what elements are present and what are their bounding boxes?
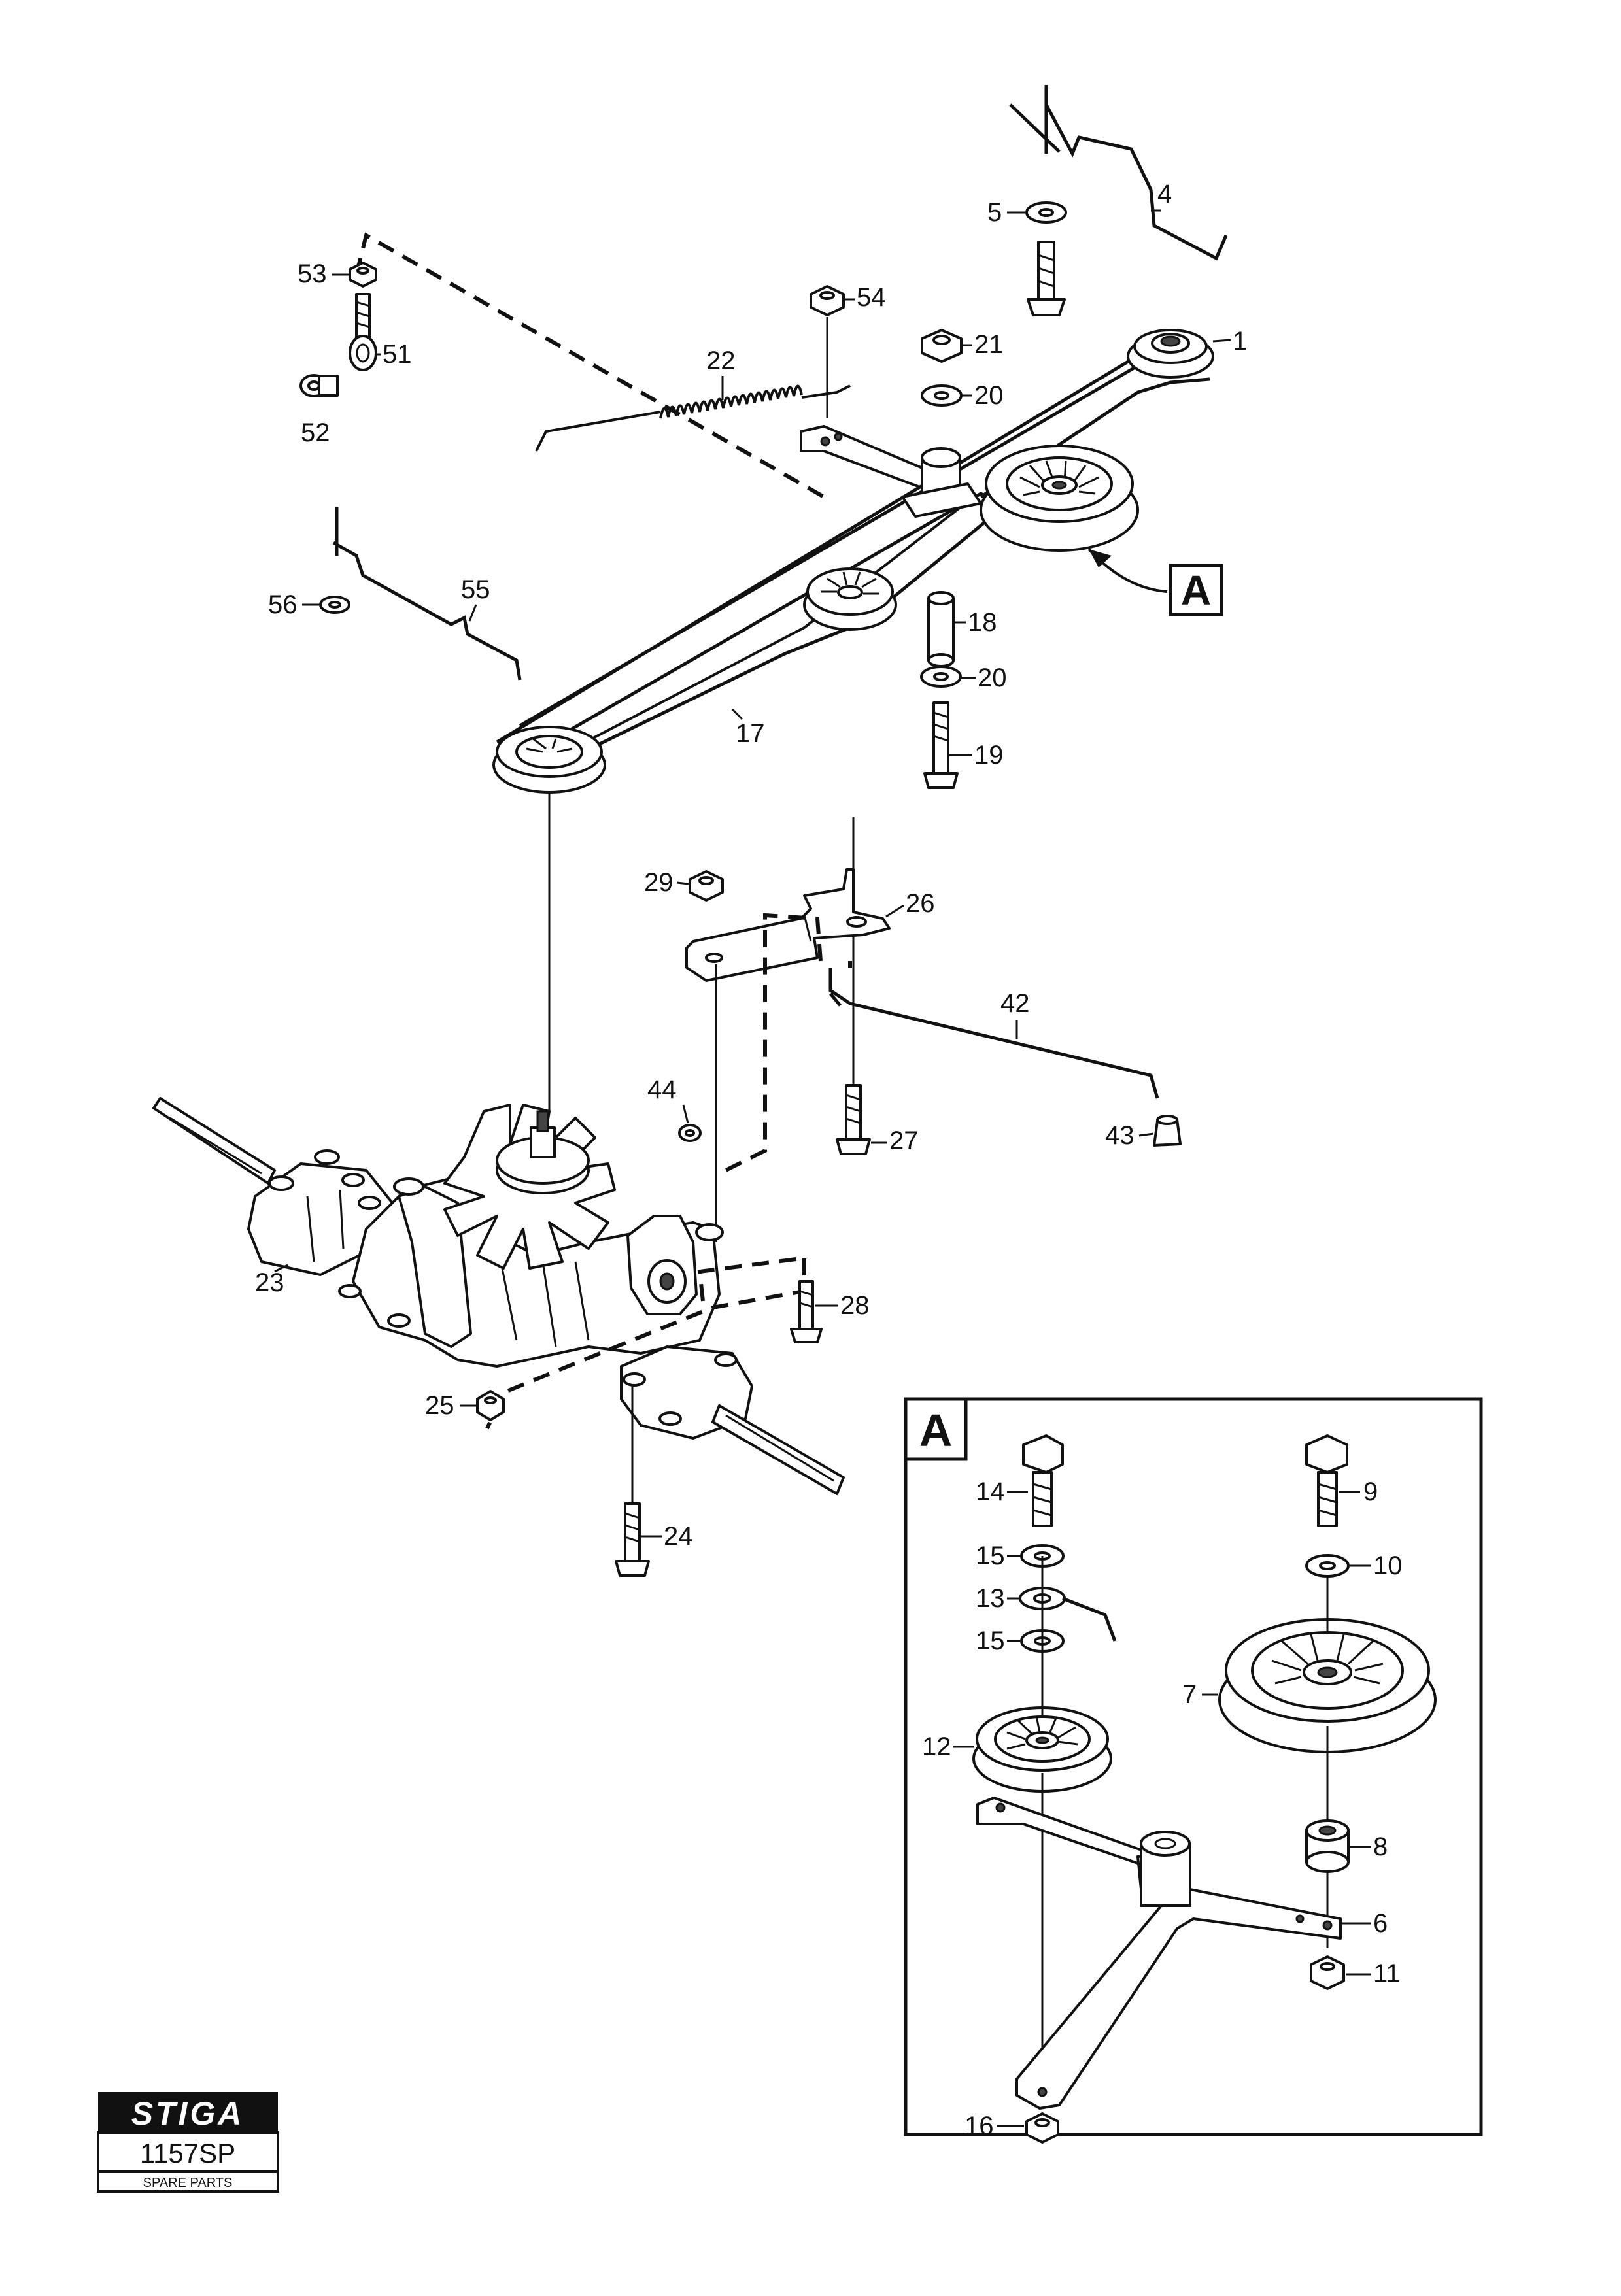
drive-belt-17 xyxy=(496,338,1210,783)
callout-11: 11 xyxy=(1373,1959,1401,1988)
callout-15-bottom: 15 xyxy=(976,1627,1005,1655)
callout-56: 56 xyxy=(268,590,298,619)
engine-pulley-1 xyxy=(1127,329,1214,379)
nut-53 xyxy=(349,262,377,288)
callout-42: 42 xyxy=(1000,989,1030,1018)
transaxle-pulley-top xyxy=(492,726,606,794)
pulley-12 xyxy=(972,1706,1112,1793)
spacer-18 xyxy=(927,591,955,667)
callout-10: 10 xyxy=(1373,1551,1403,1580)
ref-box-a: A xyxy=(1169,564,1223,616)
bolt-27 xyxy=(836,935,871,1155)
logo-brand: STIGA xyxy=(131,2095,245,2132)
callout-44: 44 xyxy=(647,1075,677,1104)
logo-caption-box xyxy=(97,2170,279,2193)
callout-29: 29 xyxy=(644,868,674,897)
nut-25 xyxy=(476,1390,505,1421)
callout-26: 26 xyxy=(906,889,935,918)
knob-43 xyxy=(1153,1115,1182,1147)
bolt-24 xyxy=(615,1386,650,1577)
callout-43: 43 xyxy=(1105,1121,1135,1150)
callout-1: 1 xyxy=(1233,327,1247,356)
callout-20-top: 20 xyxy=(974,381,1004,410)
nut-54 xyxy=(810,285,845,316)
callout-20-bottom: 20 xyxy=(978,664,1007,692)
callout-15-top: 15 xyxy=(976,1542,1005,1570)
callout-18: 18 xyxy=(968,608,997,637)
washer-56 xyxy=(319,596,350,614)
callout-55: 55 xyxy=(461,575,490,604)
callout-8: 8 xyxy=(1373,1832,1388,1861)
callout-7: 7 xyxy=(1182,1680,1197,1709)
logo-brand-bar xyxy=(98,2092,278,2133)
pulley-7 xyxy=(1218,1618,1437,1753)
bolt-19 xyxy=(923,701,959,789)
callout-54: 54 xyxy=(857,283,886,312)
bracket-26 xyxy=(685,868,891,982)
stiga-logo: STIGA 1157SP SPARE PARTS xyxy=(97,2092,279,2193)
callout-16: 16 xyxy=(964,2112,994,2140)
callout-22: 22 xyxy=(706,346,736,375)
bolt-14 xyxy=(1022,1434,1064,1527)
bolt-9 xyxy=(1305,1434,1348,1527)
nut-11 xyxy=(1310,1955,1345,1990)
idler-pulley-large xyxy=(980,445,1139,552)
dashed-link-28 xyxy=(697,1257,802,1302)
washer-20-bottom xyxy=(920,666,962,688)
washer-20-top xyxy=(921,384,963,407)
logo-caption: SPARE PARTS xyxy=(143,2176,233,2190)
callout-6: 6 xyxy=(1373,1909,1388,1938)
logo-code-box xyxy=(97,2131,279,2173)
dashed-link-26 xyxy=(718,913,823,1175)
inset-label: A xyxy=(919,1405,953,1456)
bolt-28 xyxy=(790,1280,823,1343)
eyebolt-51 xyxy=(349,293,377,371)
bolt-under-rod xyxy=(1027,241,1066,316)
control-rod-42 xyxy=(828,968,1159,1099)
callout-24: 24 xyxy=(664,1522,693,1551)
washer-44 xyxy=(678,1124,702,1142)
callout-9: 9 xyxy=(1363,1477,1378,1506)
callout-53: 53 xyxy=(298,260,327,288)
callout-19: 19 xyxy=(974,741,1004,769)
callout-23: 23 xyxy=(255,1268,284,1297)
ref-box-label: A xyxy=(1181,567,1211,614)
transaxle-23 xyxy=(152,1097,845,1495)
callout-51: 51 xyxy=(383,340,412,369)
callout-5: 5 xyxy=(987,198,1002,227)
control-rod-55 xyxy=(332,507,522,681)
bushing-52 xyxy=(299,374,339,397)
callout-28: 28 xyxy=(840,1291,870,1320)
callout-25: 25 xyxy=(425,1391,454,1420)
nut-29 xyxy=(689,870,724,902)
washer-10 xyxy=(1305,1554,1350,1578)
ref-arrow-a xyxy=(1087,548,1168,593)
callout-12: 12 xyxy=(922,1732,951,1761)
dashed-cable-upper xyxy=(354,232,825,499)
pivot-boss xyxy=(901,447,982,518)
callout-14: 14 xyxy=(976,1477,1005,1506)
washer-5 xyxy=(1025,201,1067,224)
logo-code: 1157SP xyxy=(140,2138,235,2169)
idler-pulley-small xyxy=(803,567,897,631)
callout-52: 52 xyxy=(301,418,330,447)
inset-tag xyxy=(904,1397,968,1461)
callout-4: 4 xyxy=(1157,180,1172,209)
control-rod-4 xyxy=(1009,85,1228,261)
callout-13: 13 xyxy=(976,1584,1005,1613)
callout-21: 21 xyxy=(974,330,1004,359)
spacer-8 xyxy=(1305,1819,1350,1873)
tension-spring-22 xyxy=(535,384,851,452)
callout-27: 27 xyxy=(889,1126,919,1155)
detail-inset-a: A xyxy=(904,1397,1483,2144)
callout-17: 17 xyxy=(736,719,765,748)
callouts-main: 4 5 1 21 20 54 22 53 51 52 55 56 18 20 1… xyxy=(255,180,1247,1551)
idler-arm-6 xyxy=(976,1797,1342,2110)
idler-arm-bracket xyxy=(800,425,930,492)
nut-16 xyxy=(1025,2112,1059,2144)
nut-21 xyxy=(921,329,963,363)
